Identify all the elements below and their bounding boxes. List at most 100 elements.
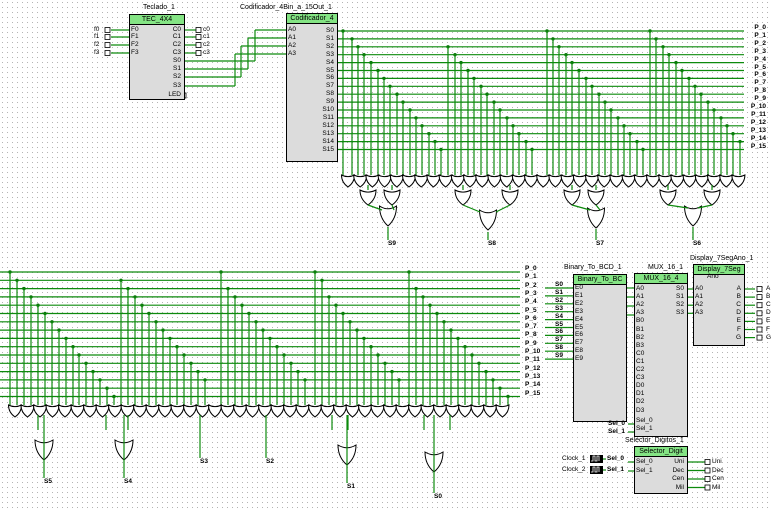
or-gate xyxy=(454,189,472,206)
junction-dot xyxy=(22,286,26,291)
mux-input-pin: B1 xyxy=(636,325,644,333)
bcd-input-net: S7 xyxy=(555,336,563,344)
or-gate xyxy=(395,404,410,418)
or-gate xyxy=(389,174,404,188)
teclado-block[interactable] xyxy=(129,15,185,100)
or-gate xyxy=(731,174,746,188)
mux-output-pin: S0 xyxy=(676,285,684,292)
codificador-output-pin: S8 xyxy=(326,90,334,98)
mux-input-pin: C1 xyxy=(636,357,645,365)
or-gate xyxy=(378,205,398,227)
display-ext-output: C xyxy=(766,301,771,309)
or-gate xyxy=(706,174,722,188)
or-gate xyxy=(495,404,510,418)
junction-dot xyxy=(196,369,200,374)
codificador-block[interactable] xyxy=(286,14,338,162)
or-gate xyxy=(621,174,636,188)
display-input-pin: A2 xyxy=(695,301,703,309)
junction-dot xyxy=(133,295,137,299)
junction-dot xyxy=(261,328,265,332)
junction-dot xyxy=(168,336,172,341)
or-gate xyxy=(45,404,60,418)
or-gate xyxy=(432,404,448,418)
binary-to-bcd-block[interactable] xyxy=(573,275,627,422)
teclado-ext-output: c3 xyxy=(203,49,210,56)
or-gate xyxy=(401,174,417,188)
or-gate xyxy=(270,404,285,418)
bus-label-bottom: P_15 xyxy=(525,389,541,397)
or-gate xyxy=(365,174,380,188)
or-gate xyxy=(357,404,373,418)
pin-connector xyxy=(756,310,763,317)
bus-label-bottom: P_12 xyxy=(525,364,541,372)
bcd-type-header: Binary_To_BC xyxy=(573,274,627,285)
or-gate xyxy=(107,404,123,418)
or-gate xyxy=(438,174,453,188)
codificador-output-pin: S11 xyxy=(322,113,334,121)
teclado-output-pin: C2 xyxy=(172,41,181,48)
teclado-ext-output: c0 xyxy=(203,26,210,33)
codificador-output-pin: S15 xyxy=(322,145,334,153)
or-gate xyxy=(470,404,485,418)
or-gate xyxy=(426,174,441,188)
selector-ext-output: Cen xyxy=(712,475,724,482)
or-gate xyxy=(536,174,551,188)
clock-sel-net: Sel_1 xyxy=(607,466,624,473)
bcd-input-pin: E0 xyxy=(575,284,583,291)
selector-output-pin: Mil xyxy=(675,483,684,491)
bus-label-top: P_2 xyxy=(754,39,766,47)
bcd-input-net: S4 xyxy=(555,312,563,320)
bcd-input-pin: E5 xyxy=(575,323,583,331)
or-gate xyxy=(57,404,73,418)
mux-input-pin: A2 xyxy=(636,301,644,309)
clock-source xyxy=(590,455,603,463)
wire xyxy=(391,204,395,211)
mux-sel-net: Sel_0 xyxy=(608,420,625,427)
or-gate xyxy=(182,404,198,418)
mux-type-header: MUX_16_4 xyxy=(634,273,688,284)
or-gate xyxy=(157,404,173,418)
mux-input-pin: B2 xyxy=(636,333,644,341)
codificador-output-pin: S5 xyxy=(326,66,334,74)
bus-label-bottom: P_1 xyxy=(525,273,537,281)
clock-label: Clock_1 xyxy=(562,455,586,462)
teclado-ext-input: f1 xyxy=(94,33,100,40)
teclado-input-pin: F0 xyxy=(131,26,139,33)
mux-input-pin: A0 xyxy=(636,285,644,292)
bus-label-bottom: P_2 xyxy=(525,281,537,289)
selector-ext-output: Mil xyxy=(712,483,721,491)
mux-block[interactable] xyxy=(634,274,688,437)
or-gate xyxy=(7,404,23,418)
bcd-input-pin: E6 xyxy=(575,331,583,339)
pin-connector xyxy=(756,302,763,309)
junction-dot xyxy=(390,369,394,374)
mux-input-pin: C3 xyxy=(636,374,645,382)
codificador-input-pin: A2 xyxy=(288,42,296,49)
or-gate xyxy=(487,174,502,188)
selector-output-pin: Dec xyxy=(672,466,684,474)
or-gate xyxy=(682,174,697,188)
pin-connector xyxy=(704,459,711,465)
or-gate xyxy=(320,404,335,418)
or-gate xyxy=(383,189,401,206)
bus-label-top: P_6 xyxy=(754,71,766,79)
bus-label-top: P_12 xyxy=(750,118,766,126)
junction-dot xyxy=(421,295,425,299)
bcd-input-net: S9 xyxy=(555,352,563,360)
bus-label-top: P_4 xyxy=(754,55,766,63)
selector-ext-output: Uni xyxy=(712,458,722,465)
pin-connector xyxy=(195,34,202,40)
gate-output-label: S6 xyxy=(693,240,701,247)
gate-output-label: S1 xyxy=(347,483,355,490)
or-gate xyxy=(220,404,235,418)
bcd-input-pin: E7 xyxy=(575,339,583,347)
bcd-instance-label: Binary_To_BCD_1 xyxy=(564,264,622,271)
bus-label-bottom: P_7 xyxy=(525,323,537,331)
bus-label-bottom: P_10 xyxy=(525,348,541,355)
bcd-input-net: S1 xyxy=(555,288,563,296)
codificador-output-pin: S2 xyxy=(326,42,334,50)
clock-wave-icon xyxy=(591,455,600,462)
codificador-output-pin: S10 xyxy=(322,106,334,113)
bus-label-bottom: P_6 xyxy=(525,314,537,322)
